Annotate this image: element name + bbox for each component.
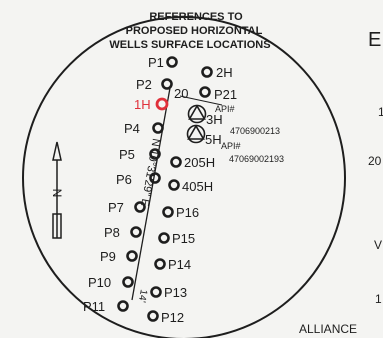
well-marker-p14	[154, 258, 166, 270]
bearing-text: N 10°31'29" E	[138, 137, 162, 207]
enlarged-view-circle	[22, 16, 346, 338]
well-marker-3h	[187, 104, 207, 124]
north-arrow-head	[52, 141, 62, 161]
well-marker-2h	[201, 66, 213, 78]
header-line-1: REFERENCES TO	[149, 11, 243, 23]
well-label-p12: P12	[161, 310, 184, 325]
well-marker-3h-ring	[187, 104, 207, 124]
well-label-2h: 2H	[216, 65, 233, 80]
well-label-p11: P11	[83, 299, 105, 314]
api-number-3h: 4706900213	[230, 126, 280, 136]
well-label-205h: 205H	[184, 155, 215, 170]
well-label-20: 20	[174, 86, 188, 101]
well-label-p15: P15	[172, 231, 195, 246]
well-label-p9: P9	[100, 249, 116, 264]
well-markers	[117, 56, 213, 322]
well-label-p7: P7	[108, 200, 124, 215]
api-label-3h: API#	[215, 104, 235, 114]
well-label-p21: P21	[214, 87, 237, 102]
well-marker-1h	[155, 97, 169, 111]
lateral-line	[179, 95, 223, 106]
well-marker-3h-triangle	[188, 104, 206, 120]
bearing-line	[131, 87, 171, 301]
well-label-405h: 405H	[182, 179, 213, 194]
well-marker-p5	[149, 148, 161, 160]
well-marker-405h	[168, 179, 180, 191]
well-label-p4: P4	[124, 121, 140, 136]
well-marker-p9	[126, 250, 138, 262]
north-arrow-letter: N	[50, 189, 64, 198]
well-marker-p2	[161, 78, 173, 90]
well-marker-p8	[130, 226, 142, 238]
well-marker-20	[199, 86, 211, 98]
well-marker-5h-ring	[186, 124, 206, 144]
well-marker-p12	[147, 310, 159, 322]
well-marker-5h-triangle	[187, 124, 205, 140]
api-label-5h: API#	[221, 141, 241, 151]
well-marker-p15	[158, 232, 170, 244]
header-line-2: PROPOSED HORIZONTAL	[126, 25, 263, 37]
well-marker-p16	[162, 206, 174, 218]
well-label-1h: 1H	[134, 97, 151, 112]
well-label-p13: P13	[164, 285, 187, 300]
north-arrow: N	[50, 141, 64, 239]
bearing-text-2: 14'	[136, 288, 149, 303]
well-label-p5: P5	[119, 147, 135, 162]
side-text-20: 20	[368, 154, 382, 168]
well-marker-5h	[186, 124, 206, 144]
well-marker-205h	[170, 156, 182, 168]
well-label-p16: P16	[176, 205, 199, 220]
side-text-e: E	[368, 29, 381, 51]
well-marker-p6	[149, 172, 161, 184]
side-text-1a: 1	[378, 105, 383, 119]
well-label-p8: P8	[104, 225, 120, 240]
side-text-alliance: ALLIANCE	[299, 322, 357, 336]
well-label-p10: P10	[88, 275, 111, 290]
well-label-3h: 3H	[206, 112, 223, 127]
well-marker-p7	[134, 201, 146, 213]
well-marker-p4	[152, 122, 164, 134]
north-arrow-tail	[52, 213, 62, 239]
api-number-5h: 47069002193	[229, 154, 284, 164]
well-label-p6: P6	[116, 172, 132, 187]
well-label-p2: P2	[136, 77, 152, 92]
side-text-1b: 1	[375, 292, 382, 306]
well-label-5h: 5H	[205, 132, 222, 147]
well-label-p14: P14	[168, 257, 191, 272]
well-marker-p13	[150, 286, 162, 298]
header-line-3: WELLS SURFACE LOCATIONS	[109, 39, 270, 51]
well-marker-p1	[166, 56, 178, 68]
side-text-v: V	[374, 238, 382, 252]
well-marker-p10	[122, 276, 134, 288]
well-label-p1: P1	[148, 55, 164, 70]
well-marker-p11	[117, 300, 129, 312]
